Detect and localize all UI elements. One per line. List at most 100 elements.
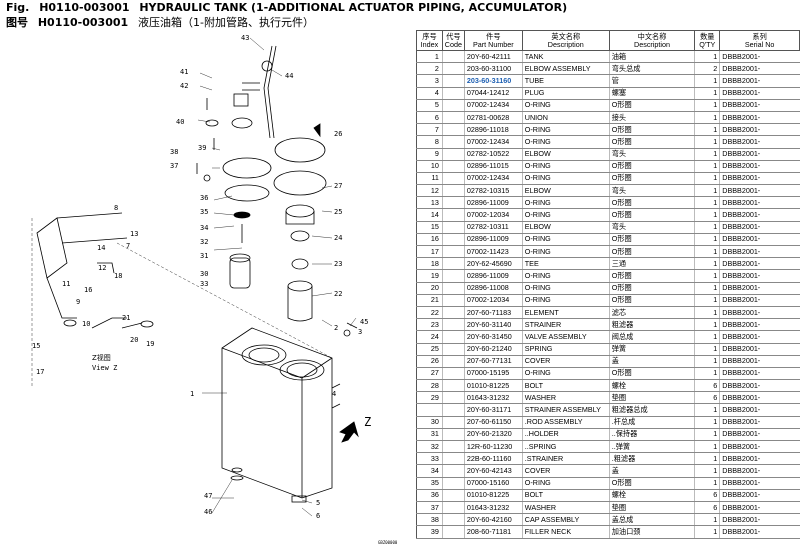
index-cell: 32: [416, 440, 443, 454]
quantity-cell: 2: [694, 62, 720, 76]
code-cell: [441, 269, 465, 283]
description-en-cell: O-RING: [521, 245, 610, 259]
part-number-cell[interactable]: 01010-81225: [463, 379, 523, 393]
serial-cell: DBBB2001-: [719, 123, 800, 137]
part-number-cell[interactable]: 20Y-60-42111: [463, 50, 523, 64]
part-number-cell[interactable]: 02896-11009: [463, 196, 523, 210]
part-number-cell[interactable]: 07000-15160: [463, 477, 523, 490]
part-number-cell[interactable]: 07002-12434: [463, 99, 523, 112]
part-number-cell[interactable]: 207-60-61150: [463, 416, 523, 429]
callout: 37: [170, 162, 178, 170]
column-header-cn: 代号: [446, 31, 461, 41]
description-cn-cell: O形圈: [608, 196, 695, 210]
description-en-cell: UNION: [521, 111, 610, 125]
part-number-cell[interactable]: 207-60-71183: [463, 306, 523, 320]
callout: 40: [176, 118, 184, 126]
part-number-cell[interactable]: 203-60-31160: [463, 74, 523, 88]
callout: 34: [200, 224, 208, 232]
part-number-cell[interactable]: 01643-31232: [463, 501, 523, 515]
quantity-cell: 1: [694, 306, 720, 320]
part-number-cell[interactable]: 02782-10315: [463, 184, 523, 198]
description-cn-cell: O形圈: [608, 245, 695, 259]
part-number-cell[interactable]: 07002-12434: [463, 135, 523, 149]
part-number-cell[interactable]: 01643-31232: [463, 391, 523, 405]
part-number-cell[interactable]: 01010-81225: [463, 489, 523, 502]
part-number-cell[interactable]: 20Y-60-21320: [463, 428, 523, 442]
part-number-cell[interactable]: 22B-60-11160: [463, 452, 523, 466]
part-number-cell[interactable]: 02782-10522: [463, 148, 523, 161]
serial-cell: DBBB2001-: [719, 452, 800, 466]
column-header-en: Description: [547, 39, 584, 49]
part-number-cell[interactable]: 207-60-77131: [463, 355, 523, 368]
part-number-cell[interactable]: 20Y-60-31171: [463, 403, 523, 417]
piping-view-z: [36, 212, 154, 329]
code-cell: [441, 196, 465, 210]
part-number-cell[interactable]: 07002-12434: [463, 172, 523, 186]
part-number-cell[interactable]: 02896-11008: [463, 282, 523, 295]
part-number-cell[interactable]: 07044-12412: [463, 87, 523, 100]
part-number-cell[interactable]: 20Y-60-31450: [463, 330, 523, 344]
part-number-cell[interactable]: 20Y-60-42143: [463, 464, 523, 478]
description-en-cell: O-RING: [521, 294, 610, 307]
description-cn-cell: .粗滤器: [608, 452, 695, 466]
code-cell: [441, 428, 465, 442]
view-arrow-label: Z: [364, 415, 371, 429]
part-number-cell[interactable]: 208-60-71181: [463, 525, 523, 539]
description-en-cell: .ROD ASSEMBLY: [521, 416, 610, 429]
callout: 23: [334, 260, 342, 268]
part-number-cell[interactable]: 20Y-60-21240: [463, 343, 523, 356]
part-number-cell[interactable]: 20Y-60-31140: [463, 318, 523, 332]
description-cn-cell: O形圈: [608, 477, 695, 490]
code-cell: [441, 477, 465, 490]
serial-cell: DBBB2001-: [719, 477, 800, 490]
part-number-cell[interactable]: 02896-11009: [463, 269, 523, 283]
serial-cell: DBBB2001-: [719, 306, 800, 320]
index-cell: 7: [416, 123, 443, 137]
part-number-cell[interactable]: 02781-00628: [463, 111, 523, 125]
part-number-cell[interactable]: 07002-12034: [463, 294, 523, 307]
description-en-cell: TEE: [521, 257, 610, 271]
description-cn-cell: 盖总成: [608, 513, 695, 527]
index-cell: 2: [416, 62, 443, 76]
callout: 7: [126, 242, 130, 250]
index-cell: 24: [416, 330, 443, 344]
description-en-cell: O-RING: [521, 123, 610, 137]
quantity-cell: 1: [694, 318, 720, 332]
part-number-cell[interactable]: 07002-11423: [463, 245, 523, 259]
quantity-cell: 1: [694, 343, 720, 356]
index-cell: 8: [416, 135, 443, 149]
part-number-cell[interactable]: 02782-10311: [463, 221, 523, 234]
index-cell: 15: [416, 221, 443, 234]
part-number-cell[interactable]: 12R-60-11230: [463, 440, 523, 454]
quantity-cell: 1: [694, 294, 720, 307]
part-number-cell[interactable]: 02896-11018: [463, 123, 523, 137]
index-cell: 5: [416, 99, 443, 112]
index-cell: 39: [416, 525, 443, 539]
code-cell: [441, 440, 465, 454]
description-en-cell: ELBOW: [521, 221, 610, 234]
code-cell: [441, 99, 465, 112]
part-number-cell[interactable]: 02896-11015: [463, 160, 523, 173]
code-cell: [441, 306, 465, 320]
fig-code-cn: H0110-003001: [37, 16, 129, 29]
column-header-en: Q'TY: [699, 39, 716, 49]
part-number-cell[interactable]: 203-60-31100: [463, 62, 523, 76]
column-header-en: Description: [634, 39, 670, 49]
description-en-cell: ELBOW: [521, 184, 610, 198]
description-cn-cell: .杆总成: [608, 416, 695, 429]
part-number-cell[interactable]: 07000-15195: [463, 367, 523, 381]
part-number-cell[interactable]: 02896-11009: [463, 233, 523, 247]
part-number-cell[interactable]: 07002-12034: [463, 208, 523, 222]
part-number-cell[interactable]: 20Y-60-42160: [463, 513, 523, 527]
part-number-cell[interactable]: 20Y-62-45690: [463, 257, 523, 271]
callout: 13: [130, 230, 138, 238]
